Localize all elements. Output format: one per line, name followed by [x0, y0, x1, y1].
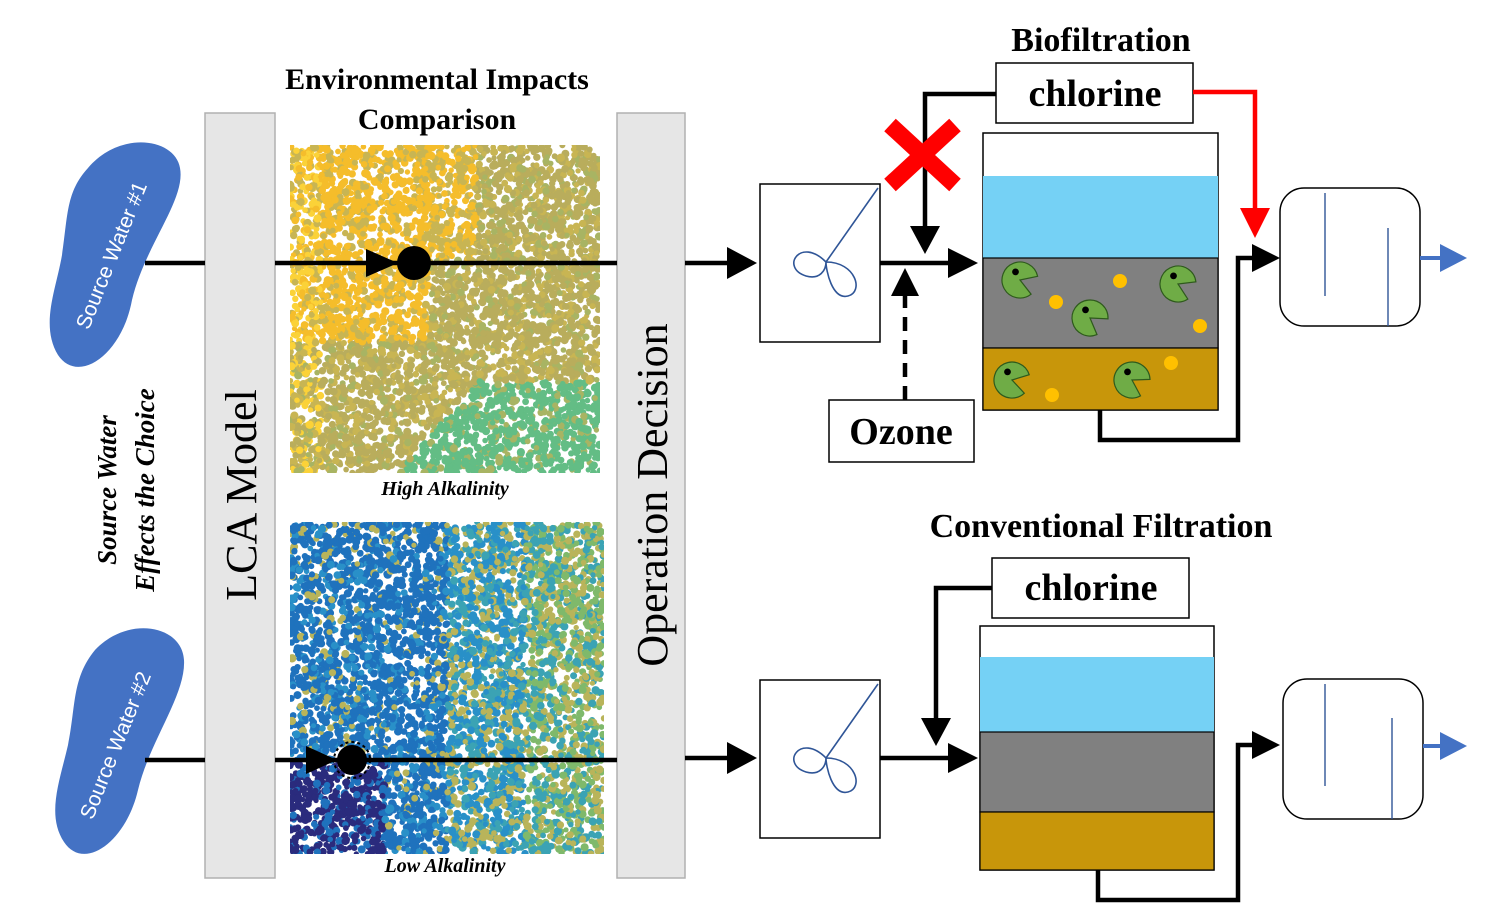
side-note: Source Water Effects the Choice — [92, 388, 160, 592]
operating-point-high — [366, 246, 431, 280]
impacts-title-line1: Environmental Impacts — [285, 63, 589, 96]
operation-decision-panel — [616, 112, 686, 879]
low-alkalinity-label: Low Alkalinity — [384, 855, 506, 877]
scatter-low-alkalinity — [290, 522, 604, 854]
impacts-title-line2: Comparison — [358, 103, 517, 136]
chlorine-box-bottom: chlorine — [991, 557, 1190, 619]
mixer-tank-bottom — [759, 679, 881, 839]
biofilter-column — [982, 132, 1219, 411]
sand-layer — [982, 347, 1219, 411]
sand-layer — [979, 811, 1215, 871]
source-water-2: Source Water #2 — [55, 628, 185, 854]
source-water-1: Source Water #1 — [49, 142, 181, 367]
mixer-icon — [793, 187, 879, 297]
chlorine-bottom-label: chlorine — [1025, 567, 1158, 609]
scatter-high-alkalinity — [290, 145, 600, 473]
conventional-filter-column — [979, 625, 1215, 871]
outflow-arrow-icon — [1423, 732, 1467, 760]
high-alkalinity-label: High Alkalinity — [380, 478, 509, 500]
chlorine-top-label: chlorine — [1029, 73, 1162, 115]
clearwell-bottom — [1282, 678, 1424, 820]
conventional-title: Conventional Filtration — [930, 508, 1273, 545]
pacman-microbe-icon — [993, 361, 1030, 399]
lca-model-label: LCA Model — [217, 389, 266, 600]
chlorine-box-top: chlorine — [995, 62, 1194, 124]
water-layer — [983, 176, 1218, 258]
side-note-line2: Effects the Choice — [130, 388, 160, 592]
pacman-microbe-icon — [1071, 299, 1109, 337]
ozone-label: Ozone — [849, 411, 952, 453]
mixer-icon — [793, 683, 879, 793]
microbes — [993, 261, 1207, 402]
side-note-line1: Source Water — [92, 415, 122, 565]
operating-point-low — [306, 741, 371, 779]
clearwell-top — [1279, 187, 1421, 327]
lca-model-panel — [204, 112, 276, 879]
outflow-arrow-icon — [1420, 244, 1467, 272]
water-layer — [980, 657, 1214, 732]
ozone-box: Ozone — [828, 399, 975, 463]
pacman-microbe-icon — [1113, 361, 1151, 399]
gravel-layer — [979, 731, 1215, 813]
biofiltration-title: Biofiltration — [1011, 22, 1191, 59]
mixer-tank-top — [759, 183, 881, 343]
pacman-microbe-icon — [1001, 261, 1039, 299]
operation-decision-label: Operation Decision — [628, 323, 677, 666]
red-x-icon — [884, 118, 961, 192]
pacman-microbe-icon — [1159, 265, 1197, 303]
